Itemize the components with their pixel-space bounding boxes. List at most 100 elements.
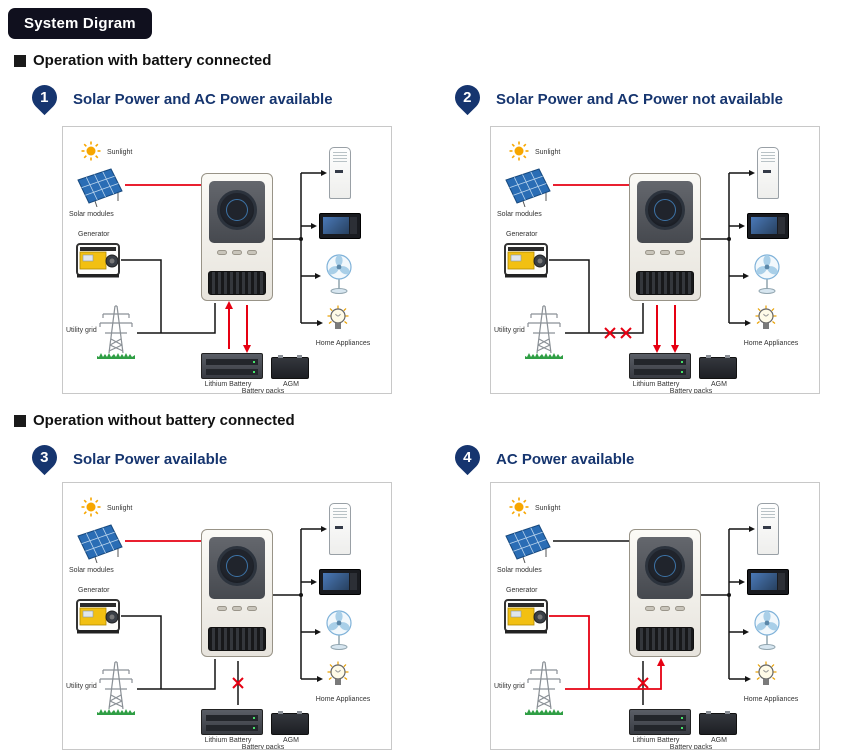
fan-icon: [754, 254, 780, 294]
fan-icon: [326, 610, 352, 650]
inverter-round-screen: [217, 546, 257, 586]
agm-label: AGM: [283, 737, 299, 744]
utility-grid-icon: [525, 305, 563, 359]
inverter: [201, 529, 273, 657]
home-appliances-label: Home Appliances: [315, 696, 371, 703]
generator-label: Generator: [506, 587, 538, 594]
generator-label: Generator: [78, 587, 110, 594]
tv-icon: [747, 569, 789, 595]
pin-marker-4: 4: [449, 439, 486, 475]
solar-panel-icon: [505, 524, 551, 563]
home-appliances-label: Home Appliances: [315, 340, 371, 347]
page-title: System Digram: [8, 8, 152, 39]
wiring-panel-3: [121, 526, 327, 705]
pin-number: 4: [463, 448, 472, 466]
agm-label: AGM: [711, 381, 727, 388]
air-conditioner-icon: [329, 503, 351, 555]
sun-icon: [81, 497, 101, 517]
solar-panel-icon: [77, 168, 123, 207]
solar-panel-icon: [505, 168, 551, 207]
sunlight-label: Sunlight: [535, 505, 561, 512]
generator-icon: [504, 599, 548, 634]
inverter-buttons: [645, 250, 685, 255]
inverter-display-panel: [637, 181, 693, 243]
pin-number: 1: [40, 88, 49, 106]
panel-title-text: Solar Power and AC Power not available: [496, 90, 784, 108]
utility-grid-label: Utility grid: [494, 683, 525, 690]
agm-battery-icon: [271, 711, 309, 735]
lithium-battery-icon: [201, 353, 263, 379]
agm-battery-icon: [699, 355, 737, 379]
light-bulb-icon: [327, 661, 349, 685]
tv-icon: [319, 213, 361, 239]
sun-icon: [81, 141, 101, 161]
pin-marker-1: 1: [26, 79, 63, 115]
home-appliances-label: Home Appliances: [743, 340, 799, 347]
utility-grid-icon: [525, 661, 563, 715]
lithium-battery-label: Lithium Battery: [632, 737, 680, 744]
panel-title-4: 4 AC Power available: [449, 439, 635, 475]
inverter-vent: [636, 271, 694, 295]
sunlight-label: Sunlight: [107, 505, 133, 512]
panel-title-text: Solar Power and AC Power available: [73, 90, 333, 108]
lithium-battery-icon: [629, 709, 691, 735]
sunlight-label: Sunlight: [535, 149, 561, 156]
inverter: [629, 529, 701, 657]
lithium-battery-icon: [629, 353, 691, 379]
section-heading-no-battery: Operation without battery connected: [14, 412, 295, 429]
diagram-panel-2: Sunlight Solar modules Generator Utility…: [490, 126, 820, 394]
inverter-vent: [636, 627, 694, 651]
inverter-vent: [208, 271, 266, 295]
fan-icon: [326, 254, 352, 294]
agm-label: AGM: [283, 381, 299, 388]
wiring-panel-4: [549, 526, 755, 705]
utility-grid-icon: [97, 661, 135, 715]
solar-modules-label: Solar modules: [497, 567, 542, 574]
diagram-panel-4: Sunlight Solar modules Generator Utility…: [490, 482, 820, 750]
battery-packs-label: Battery packs: [241, 388, 285, 394]
sun-icon: [509, 497, 529, 517]
section-heading-battery-connected: Operation with battery connected: [14, 52, 271, 69]
lithium-battery-label: Lithium Battery: [204, 737, 252, 744]
square-bullet-icon: [14, 54, 26, 67]
agm-battery-icon: [699, 711, 737, 735]
diagram-panel-3: Sunlight Solar modules Generator Utility…: [62, 482, 392, 750]
lithium-battery-icon: [201, 709, 263, 735]
solar-modules-label: Solar modules: [69, 211, 114, 218]
solar-modules-label: Solar modules: [497, 211, 542, 218]
utility-grid-icon: [97, 305, 135, 359]
light-bulb-icon: [755, 661, 777, 685]
fan-icon: [754, 610, 780, 650]
air-conditioner-icon: [329, 147, 351, 199]
home-appliances-label: Home Appliances: [743, 696, 799, 703]
pin-number: 3: [40, 448, 49, 466]
inverter-vent: [208, 627, 266, 651]
section-heading-label: Operation without battery connected: [33, 412, 295, 429]
wiring-panel-2: [549, 170, 755, 353]
lithium-battery-label: Lithium Battery: [632, 381, 680, 388]
air-conditioner-icon: [757, 503, 779, 555]
inverter-buttons: [645, 606, 685, 611]
wiring-panel-1: [121, 170, 327, 353]
generator-icon: [76, 599, 120, 634]
pin-number: 2: [463, 88, 472, 106]
diagram-panel-1: Sunlight Solar modules Generator Utility…: [62, 126, 392, 394]
sunlight-label: Sunlight: [107, 149, 133, 156]
utility-grid-label: Utility grid: [66, 327, 97, 334]
air-conditioner-icon: [757, 147, 779, 199]
battery-packs-label: Battery packs: [669, 744, 713, 750]
sun-icon: [509, 141, 529, 161]
light-bulb-icon: [755, 305, 777, 329]
lithium-battery-label: Lithium Battery: [204, 381, 252, 388]
inverter-buttons: [217, 606, 257, 611]
panel-title-text: Solar Power available: [73, 450, 228, 468]
tv-icon: [747, 213, 789, 239]
panel-title-text: AC Power available: [496, 450, 635, 468]
utility-grid-label: Utility grid: [66, 683, 97, 690]
agm-battery-icon: [271, 355, 309, 379]
inverter: [629, 173, 701, 301]
generator-icon: [76, 243, 120, 278]
square-bullet-icon: [14, 414, 26, 427]
panel-title-3: 3 Solar Power available: [26, 439, 228, 475]
inverter: [201, 173, 273, 301]
